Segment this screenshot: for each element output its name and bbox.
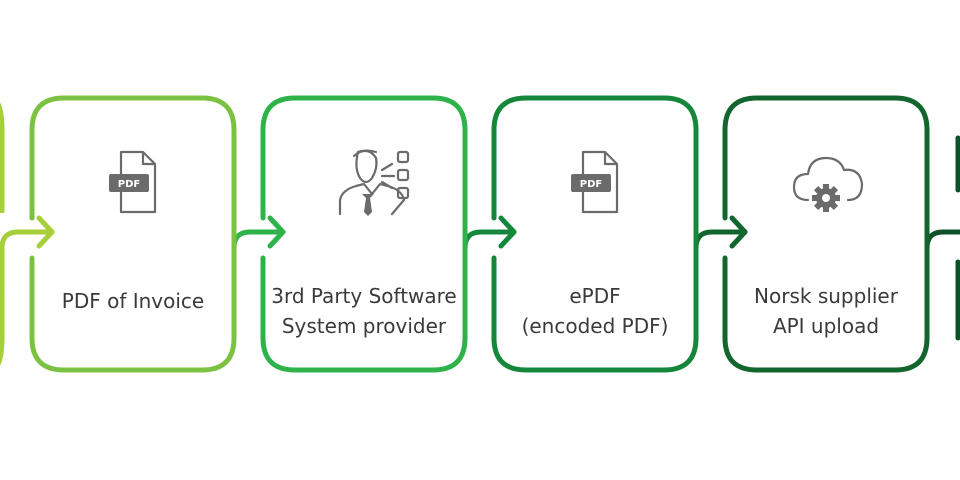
- svg-text:PDF: PDF: [118, 179, 140, 190]
- step-label-line: ePDF: [569, 284, 620, 308]
- arrow-into-step-1: [0, 215, 55, 293]
- nodes-layer: PDF PDF of Invoice 3rd Party SoftwareSyste…: [29, 95, 930, 373]
- step-label-line: PDF of Invoice: [62, 289, 204, 313]
- pdf-file-icon: PDF: [571, 150, 619, 214]
- arrow-into-step-4: [693, 215, 748, 293]
- arrow-into-next-step: [924, 229, 960, 293]
- arrow-into-step-3: [462, 215, 517, 293]
- step-label-line: 3rd Party Software: [271, 284, 457, 308]
- step-box: [722, 95, 930, 373]
- pdf-file-icon: PDF: [109, 150, 157, 214]
- step-label-line: (encoded PDF): [522, 314, 669, 338]
- step-box: [491, 95, 699, 373]
- svg-text:PDF: PDF: [580, 179, 602, 190]
- step-box: [260, 95, 468, 373]
- step-box: [29, 95, 237, 373]
- step-label-line: API upload: [773, 314, 879, 338]
- step-label-line: System provider: [282, 314, 447, 338]
- step-pdf-of-invoice: PDF PDF of Invoice: [29, 95, 237, 373]
- step-epdf: PDF ePDF (encoded PDF): [491, 95, 699, 373]
- cloud-gear-icon: [792, 156, 864, 212]
- previous-step-edge: [0, 102, 5, 366]
- arrow-into-step-2: [231, 215, 286, 293]
- person-options-icon: [338, 149, 410, 216]
- step-label-line: Norsk supplier: [754, 284, 899, 308]
